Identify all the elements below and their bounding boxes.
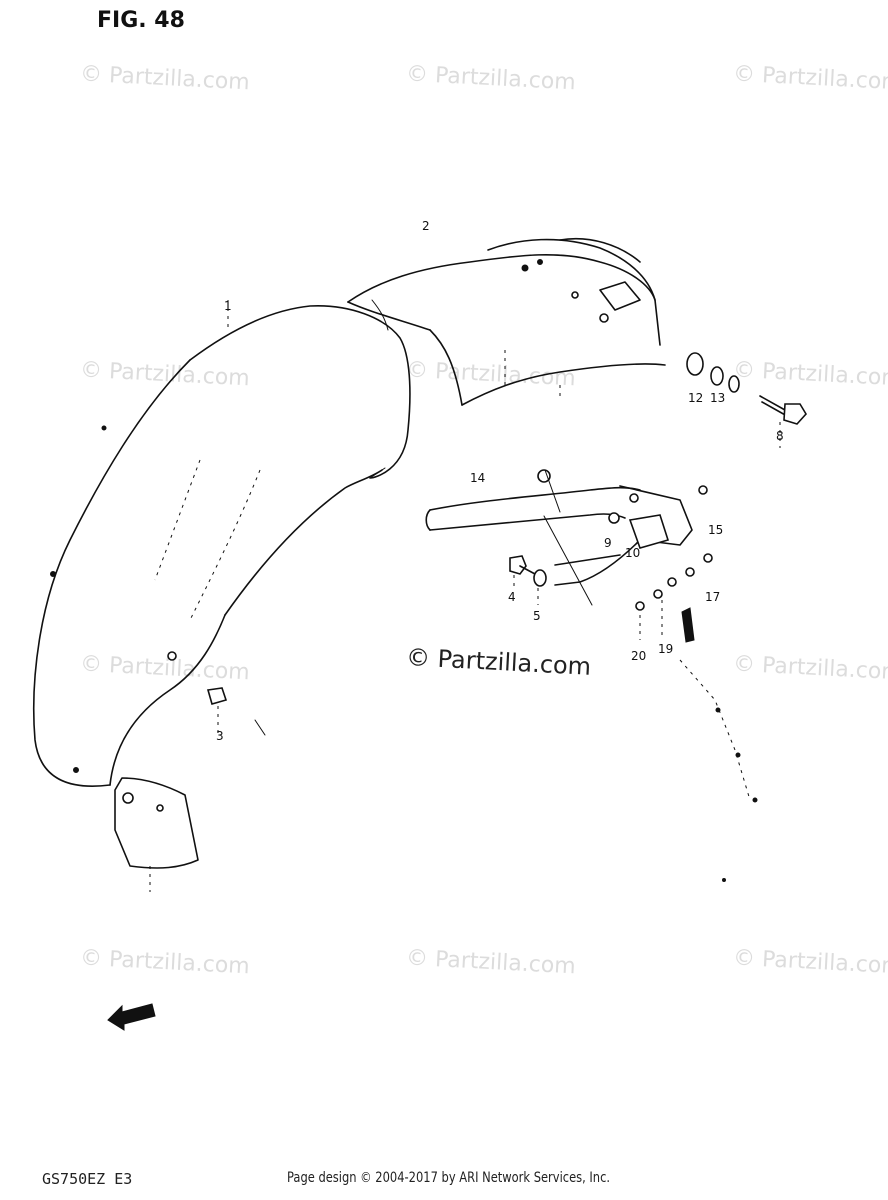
bolt-4-washer-5 [509, 555, 547, 605]
callout-9: 9 [604, 536, 612, 550]
bolt-and-washers [686, 352, 807, 448]
callout-15: 15 [708, 523, 723, 537]
callout-12: 12 [688, 391, 703, 405]
callout-4: 4 [508, 590, 516, 604]
small-hardware-parts [635, 553, 713, 643]
callout-14: 14 [470, 471, 485, 485]
callout-17: 17 [705, 590, 720, 604]
callout-20: 20 [631, 649, 646, 663]
front-arrow-icon [107, 1003, 156, 1031]
front-fender-part [33, 300, 411, 787]
fender-brace-part [425, 469, 708, 606]
callout-8: 8 [776, 429, 784, 443]
model-code: GS750EZ E3 [42, 1170, 133, 1188]
callout-5: 5 [533, 609, 541, 623]
page-credit: Page design © 2004-2017 by ARI Network S… [287, 1170, 611, 1186]
rear-fender-part [347, 237, 666, 406]
callout-1: 1 [224, 299, 232, 313]
callout-13: 13 [710, 391, 725, 405]
callout-19: 19 [658, 642, 673, 656]
plate-bracket-part [114, 777, 199, 892]
callout-3: 3 [216, 729, 224, 743]
figure-title: FIG. 48 [97, 8, 185, 33]
fender-bolt-3 [206, 687, 266, 738]
dotted-trail [679, 659, 758, 882]
callout-10: 10 [625, 546, 640, 560]
callout-2: 2 [422, 219, 430, 233]
